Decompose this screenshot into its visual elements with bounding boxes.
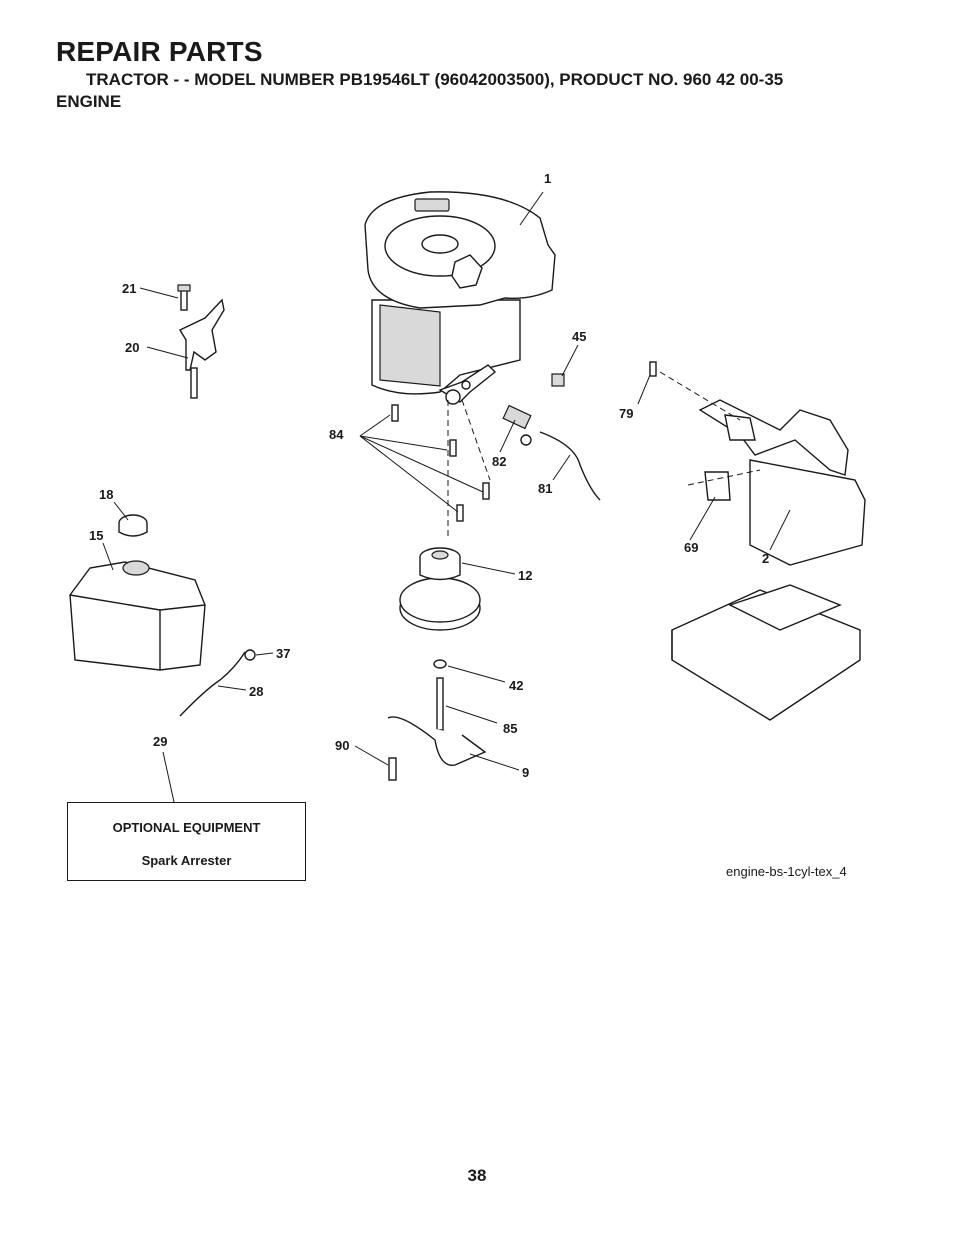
callout-1: 1 — [544, 171, 551, 186]
page-number: 38 — [467, 1166, 487, 1185]
pulley-drawing — [399, 547, 481, 631]
oil-drain-drawing — [502, 373, 601, 501]
model-subtitle: TRACTOR - - MODEL NUMBER PB19546LT (9604… — [86, 70, 784, 89]
callout-90: 90 — [335, 738, 349, 753]
throttle-bracket-drawing — [177, 284, 225, 399]
callout-18: 18 — [99, 487, 113, 502]
callout-42: 42 — [509, 678, 523, 693]
callout-82: 82 — [492, 454, 506, 469]
callout-85: 85 — [503, 721, 517, 736]
callout-12: 12 — [518, 568, 532, 583]
fuel-line-drawing — [179, 649, 256, 717]
engine-drawing — [364, 191, 556, 405]
muffler-drawing — [649, 361, 866, 566]
callout-79: 79 — [619, 406, 633, 421]
callout-29: 29 — [153, 734, 167, 749]
callout-45: 45 — [572, 329, 586, 344]
callout-37: 37 — [276, 646, 290, 661]
bolts-drawing — [391, 399, 491, 540]
callout-84: 84 — [329, 427, 344, 442]
callout-21: 21 — [122, 281, 136, 296]
optional-equipment-item: Spark Arrester — [141, 853, 232, 868]
callout-2: 2 — [762, 551, 769, 566]
frame-plate-drawing — [671, 584, 861, 721]
optional-equipment-heading: OPTIONAL EQUIPMENT — [112, 820, 261, 835]
optional-equipment-box: OPTIONAL EQUIPMENT Spark Arrester — [67, 802, 306, 881]
fuel-tank-drawing — [69, 514, 206, 671]
callout-9: 9 — [522, 765, 529, 780]
page-title: REPAIR PARTS — [56, 36, 263, 67]
figure-reference: engine-bs-1cyl-tex_4 — [726, 864, 847, 879]
lower-hardware-drawing — [387, 659, 487, 781]
callout-28: 28 — [249, 684, 263, 699]
callout-69: 69 — [684, 540, 698, 555]
section-title: ENGINE — [56, 92, 122, 111]
callout-81: 81 — [538, 481, 552, 496]
callout-20: 20 — [125, 340, 139, 355]
callout-15: 15 — [89, 528, 103, 543]
